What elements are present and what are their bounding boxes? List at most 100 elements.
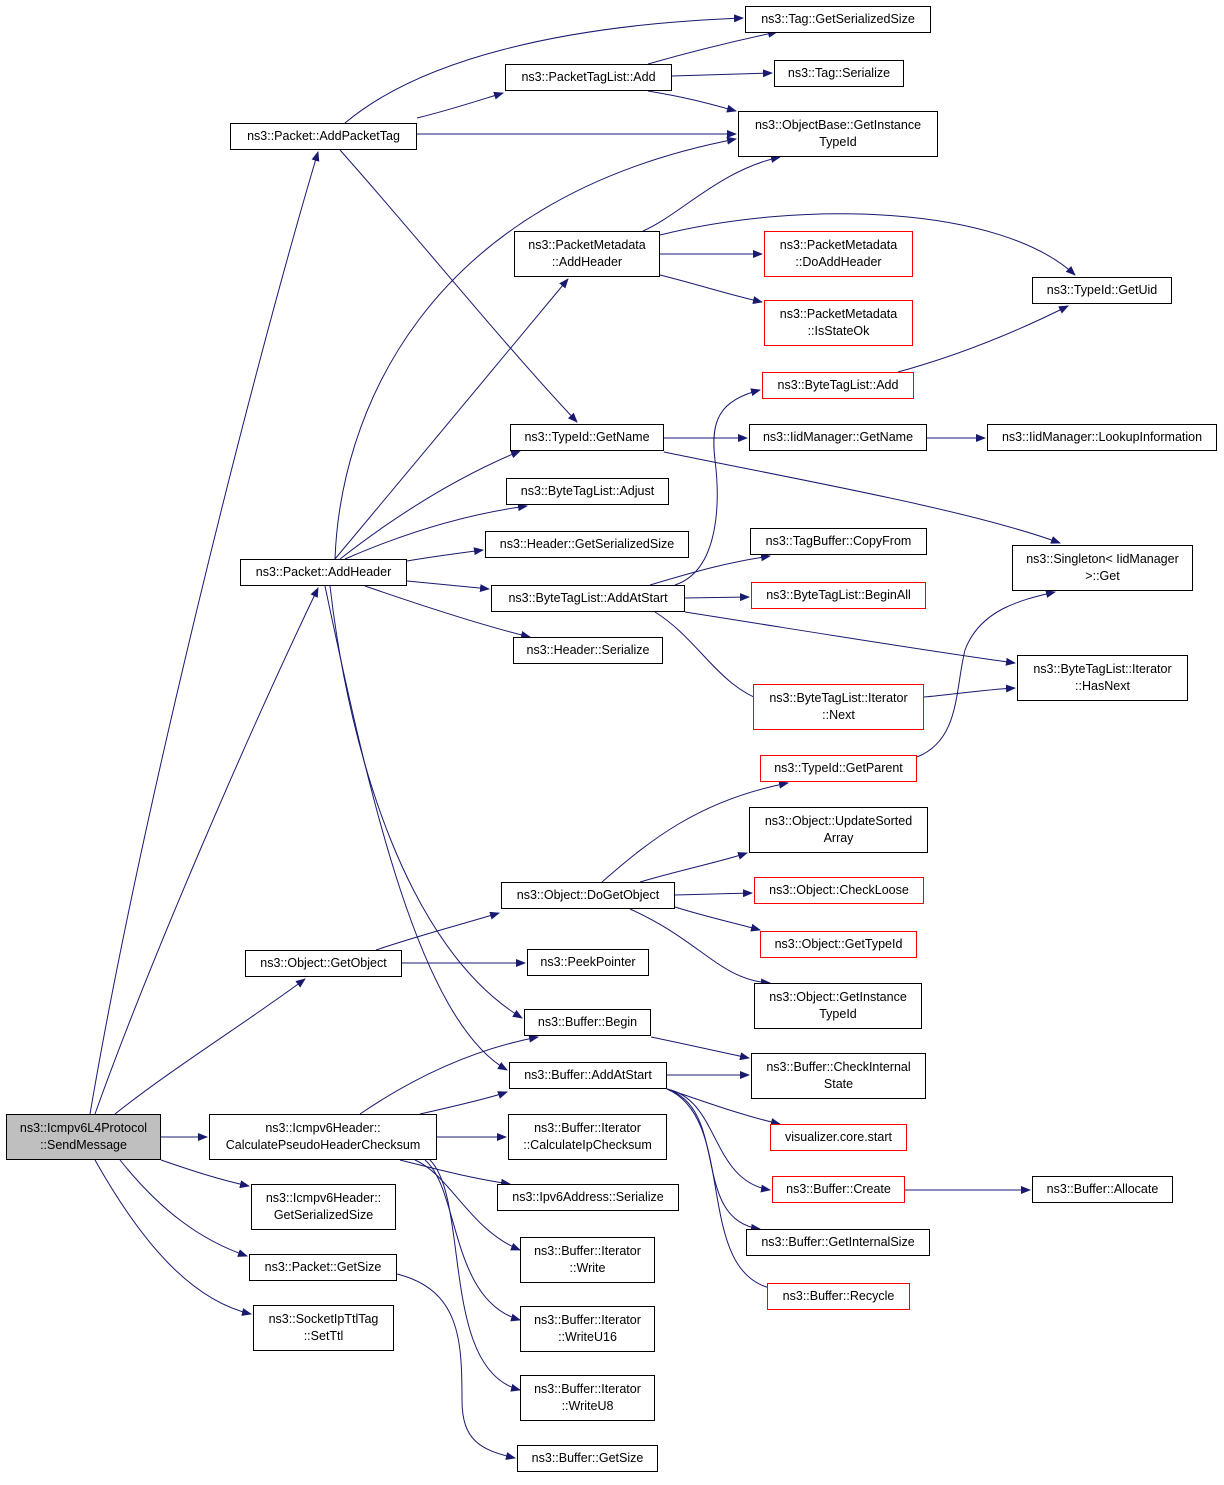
node-buffer-recycle[interactable]: ns3::Buffer::Recycle [767, 1283, 910, 1310]
edge-btl-add-to-typeid-get-uid [897, 305, 1069, 373]
edge-add-packet-tag-to-tag-get-serialized-size [344, 14, 744, 124]
node-object-getobject[interactable]: ns3::Object::GetObject [245, 950, 402, 977]
edge-obj-do-get-object-to-obj-get-instance-typeid [629, 908, 771, 987]
edge-pm-add-header-to-objbase-typeid [642, 155, 781, 232]
node-singleton-iidmanager-get[interactable]: ns3::Singleton< IidManager>::Get [1012, 545, 1193, 591]
edge-send-message-to-add-packet-tag [89, 151, 320, 1115]
edge-obj-do-get-object-to-obj-get-typeid [674, 906, 761, 932]
edge-buf-add-at-start-to-buf-create [666, 1088, 771, 1193]
node-bytetaglist-iterator-next[interactable]: ns3::ByteTagList::Iterator::Next [753, 684, 924, 730]
edge-calc-pseudo-to-buf-begin [359, 1034, 539, 1115]
node-tag-getserializedsize[interactable]: ns3::Tag::GetSerializedSize [745, 6, 931, 33]
edge-buf-begin-to-buf-check-internal [650, 1036, 750, 1061]
edge-add-packet-tag-to-typeid-get-name [339, 149, 578, 423]
node-buffer-getinternalsize[interactable]: ns3::Buffer::GetInternalSize [746, 1229, 930, 1256]
edge-calc-pseudo-to-buf-add-at-start [419, 1091, 508, 1115]
node-buffer-begin[interactable]: ns3::Buffer::Begin [524, 1009, 651, 1036]
edge-btl-add-at-start-to-btl-begin-all [684, 593, 750, 602]
node-packetmetadata-isstateok[interactable]: ns3::PacketMetadata::IsStateOk [764, 300, 913, 346]
edge-add-header-to-btl-add-at-start [406, 580, 490, 593]
node-peekpointer[interactable]: ns3::PeekPointer [527, 949, 649, 976]
node-tag-serialize[interactable]: ns3::Tag::Serialize [774, 60, 904, 87]
node-object-dogetobject[interactable]: ns3::Object::DoGetObject [501, 882, 675, 909]
edge-typeid-get-parent-to-singleton-get [916, 590, 1056, 758]
edge-packet-get-size-to-buf-get-size [396, 1273, 516, 1460]
node-bytetaglist-adjust[interactable]: ns3::ByteTagList::Adjust [506, 478, 669, 505]
edge-add-header-to-pm-add-header [334, 278, 569, 560]
node-buffer-allocate[interactable]: ns3::Buffer::Allocate [1032, 1176, 1173, 1203]
node-bytetaglist-beginall[interactable]: ns3::ByteTagList::BeginAll [751, 582, 926, 609]
edge-calc-pseudo-to-buf-it-write-u16 [424, 1159, 521, 1322]
edge-calc-pseudo-to-buf-it-write [414, 1159, 521, 1251]
edge-pm-add-header-to-pm-is-state-ok [659, 274, 763, 304]
edge-buf-add-at-start-to-buf-recycle [666, 1088, 781, 1293]
node-bytetaglist-iterator-hasnext[interactable]: ns3::ByteTagList::Iterator::HasNext [1017, 655, 1188, 701]
edge-add-header-to-buf-add-at-start [324, 585, 508, 1071]
edge-ptl-add-to-objbase-typeid [647, 90, 737, 113]
node-iidmanager-getname[interactable]: ns3::IidManager::GetName [749, 424, 927, 451]
node-ipv6address-serialize[interactable]: ns3::Ipv6Address::Serialize [497, 1184, 679, 1211]
edge-add-header-to-typeid-get-name [339, 450, 521, 560]
node-typeid-getname[interactable]: ns3::TypeId::GetName [510, 424, 664, 451]
edge-buf-add-at-start-to-buf-get-internal-size [666, 1088, 761, 1232]
edge-obj-do-get-object-to-typeid-get-parent [601, 780, 789, 883]
node-buffer-iterator-calculateipchecksum[interactable]: ns3::Buffer::Iterator::CalculateIpChecks… [508, 1114, 667, 1160]
node-buffer-iterator-write[interactable]: ns3::Buffer::Iterator::Write [520, 1237, 655, 1283]
edge-add-header-to-header-get-serialized-size [406, 547, 484, 562]
edge-send-message-to-add-header [94, 587, 319, 1115]
node-header-getserializedsize[interactable]: ns3::Header::GetSerializedSize [485, 531, 689, 558]
node-visualizer-core-start[interactable]: visualizer.core.start [770, 1124, 907, 1151]
node-typeid-getparent[interactable]: ns3::TypeId::GetParent [760, 755, 917, 782]
node-bytetaglist-addatstart[interactable]: ns3::ByteTagList::AddAtStart [491, 585, 685, 612]
edge-pm-add-header-to-typeid-get-uid [659, 213, 1076, 276]
node-buffer-addatstart[interactable]: ns3::Buffer::AddAtStart [509, 1062, 667, 1089]
edge-btl-add-at-start-to-tagbuffer-copy [649, 553, 771, 586]
edge-add-header-to-header-serialize [364, 585, 531, 639]
node-object-checkloose[interactable]: ns3::Object::CheckLoose [754, 877, 924, 904]
edge-get-object-to-obj-do-get-object [375, 911, 500, 951]
node-icmpv6l4protocol-sendmessage[interactable]: ns3::Icmpv6L4Protocol::SendMessage [6, 1114, 161, 1160]
node-socketipttltag-setttl[interactable]: ns3::SocketIpTtlTag::SetTtl [253, 1305, 394, 1351]
edge-send-message-to-packet-get-size [119, 1159, 248, 1257]
node-packet-addheader[interactable]: ns3::Packet::AddHeader [240, 559, 407, 586]
node-iidmanager-lookupinformation[interactable]: ns3::IidManager::LookupInformation [987, 424, 1217, 451]
node-object-gettypeid[interactable]: ns3::Object::GetTypeId [760, 931, 917, 958]
node-tagbuffer-copyfrom[interactable]: ns3::TagBuffer::CopyFrom [750, 528, 927, 555]
edge-ptl-add-to-tag-serialize [647, 29, 778, 65]
edge-send-message-to-icmp-get-serialized-size [160, 1159, 250, 1189]
node-bytetaglist-add[interactable]: ns3::ByteTagList::Add [762, 372, 914, 399]
edge-send-message-to-get-object [114, 978, 306, 1115]
node-buffer-getsize[interactable]: ns3::Buffer::GetSize [517, 1445, 658, 1472]
node-packettaglist-add[interactable]: ns3::PacketTagList::Add [505, 64, 672, 91]
edge-obj-do-get-object-to-obj-update-sorted [639, 852, 748, 883]
node-packet-addpackettag[interactable]: ns3::Packet::AddPacketTag [230, 123, 417, 150]
edge-btl-add-at-start-to-btl-it-has-next [684, 611, 1016, 666]
edge-add-header-to-objbase-typeid [334, 136, 737, 560]
node-icmpv6header-calculatepseudoheaderchecksum[interactable]: ns3::Icmpv6Header::CalculatePseudoHeader… [209, 1114, 437, 1160]
node-header-serialize[interactable]: ns3::Header::Serialize [513, 637, 663, 664]
node-buffer-iterator-writeu16[interactable]: ns3::Buffer::Iterator::WriteU16 [520, 1306, 655, 1352]
edge-btl-add-at-start-to-btl-add [674, 388, 761, 586]
node-icmpv6header-getserializedsize[interactable]: ns3::Icmpv6Header::GetSerializedSize [251, 1184, 396, 1230]
node-typeid-getuid[interactable]: ns3::TypeId::GetUid [1032, 277, 1172, 304]
edge-calc-pseudo-to-buf-it-write-u8 [429, 1159, 521, 1392]
edge-send-message-to-socket-ttl [94, 1159, 252, 1316]
node-packetmetadata-doaddheader[interactable]: ns3::PacketMetadata::DoAddHeader [764, 231, 913, 277]
node-buffer-create[interactable]: ns3::Buffer::Create [772, 1176, 905, 1203]
node-buffer-iterator-writeu8[interactable]: ns3::Buffer::Iterator::WriteU8 [520, 1375, 655, 1421]
edge-add-packet-tag-to-ptl-add [416, 91, 504, 119]
edge-obj-do-get-object-to-obj-check-loose [674, 889, 753, 898]
edge-ptl-add-to-tag-serialize [671, 69, 773, 78]
edge-calc-pseudo-to-ipv6-serialize [399, 1159, 511, 1187]
edge-add-header-to-btl-adjust [344, 503, 528, 560]
edge-btl-it-next-to-btl-it-has-next [923, 684, 1016, 698]
node-packet-getsize[interactable]: ns3::Packet::GetSize [249, 1254, 397, 1281]
edge-typeid-get-name-to-singleton-get [663, 451, 1061, 544]
node-packetmetadata-addheader[interactable]: ns3::PacketMetadata::AddHeader [514, 231, 660, 277]
